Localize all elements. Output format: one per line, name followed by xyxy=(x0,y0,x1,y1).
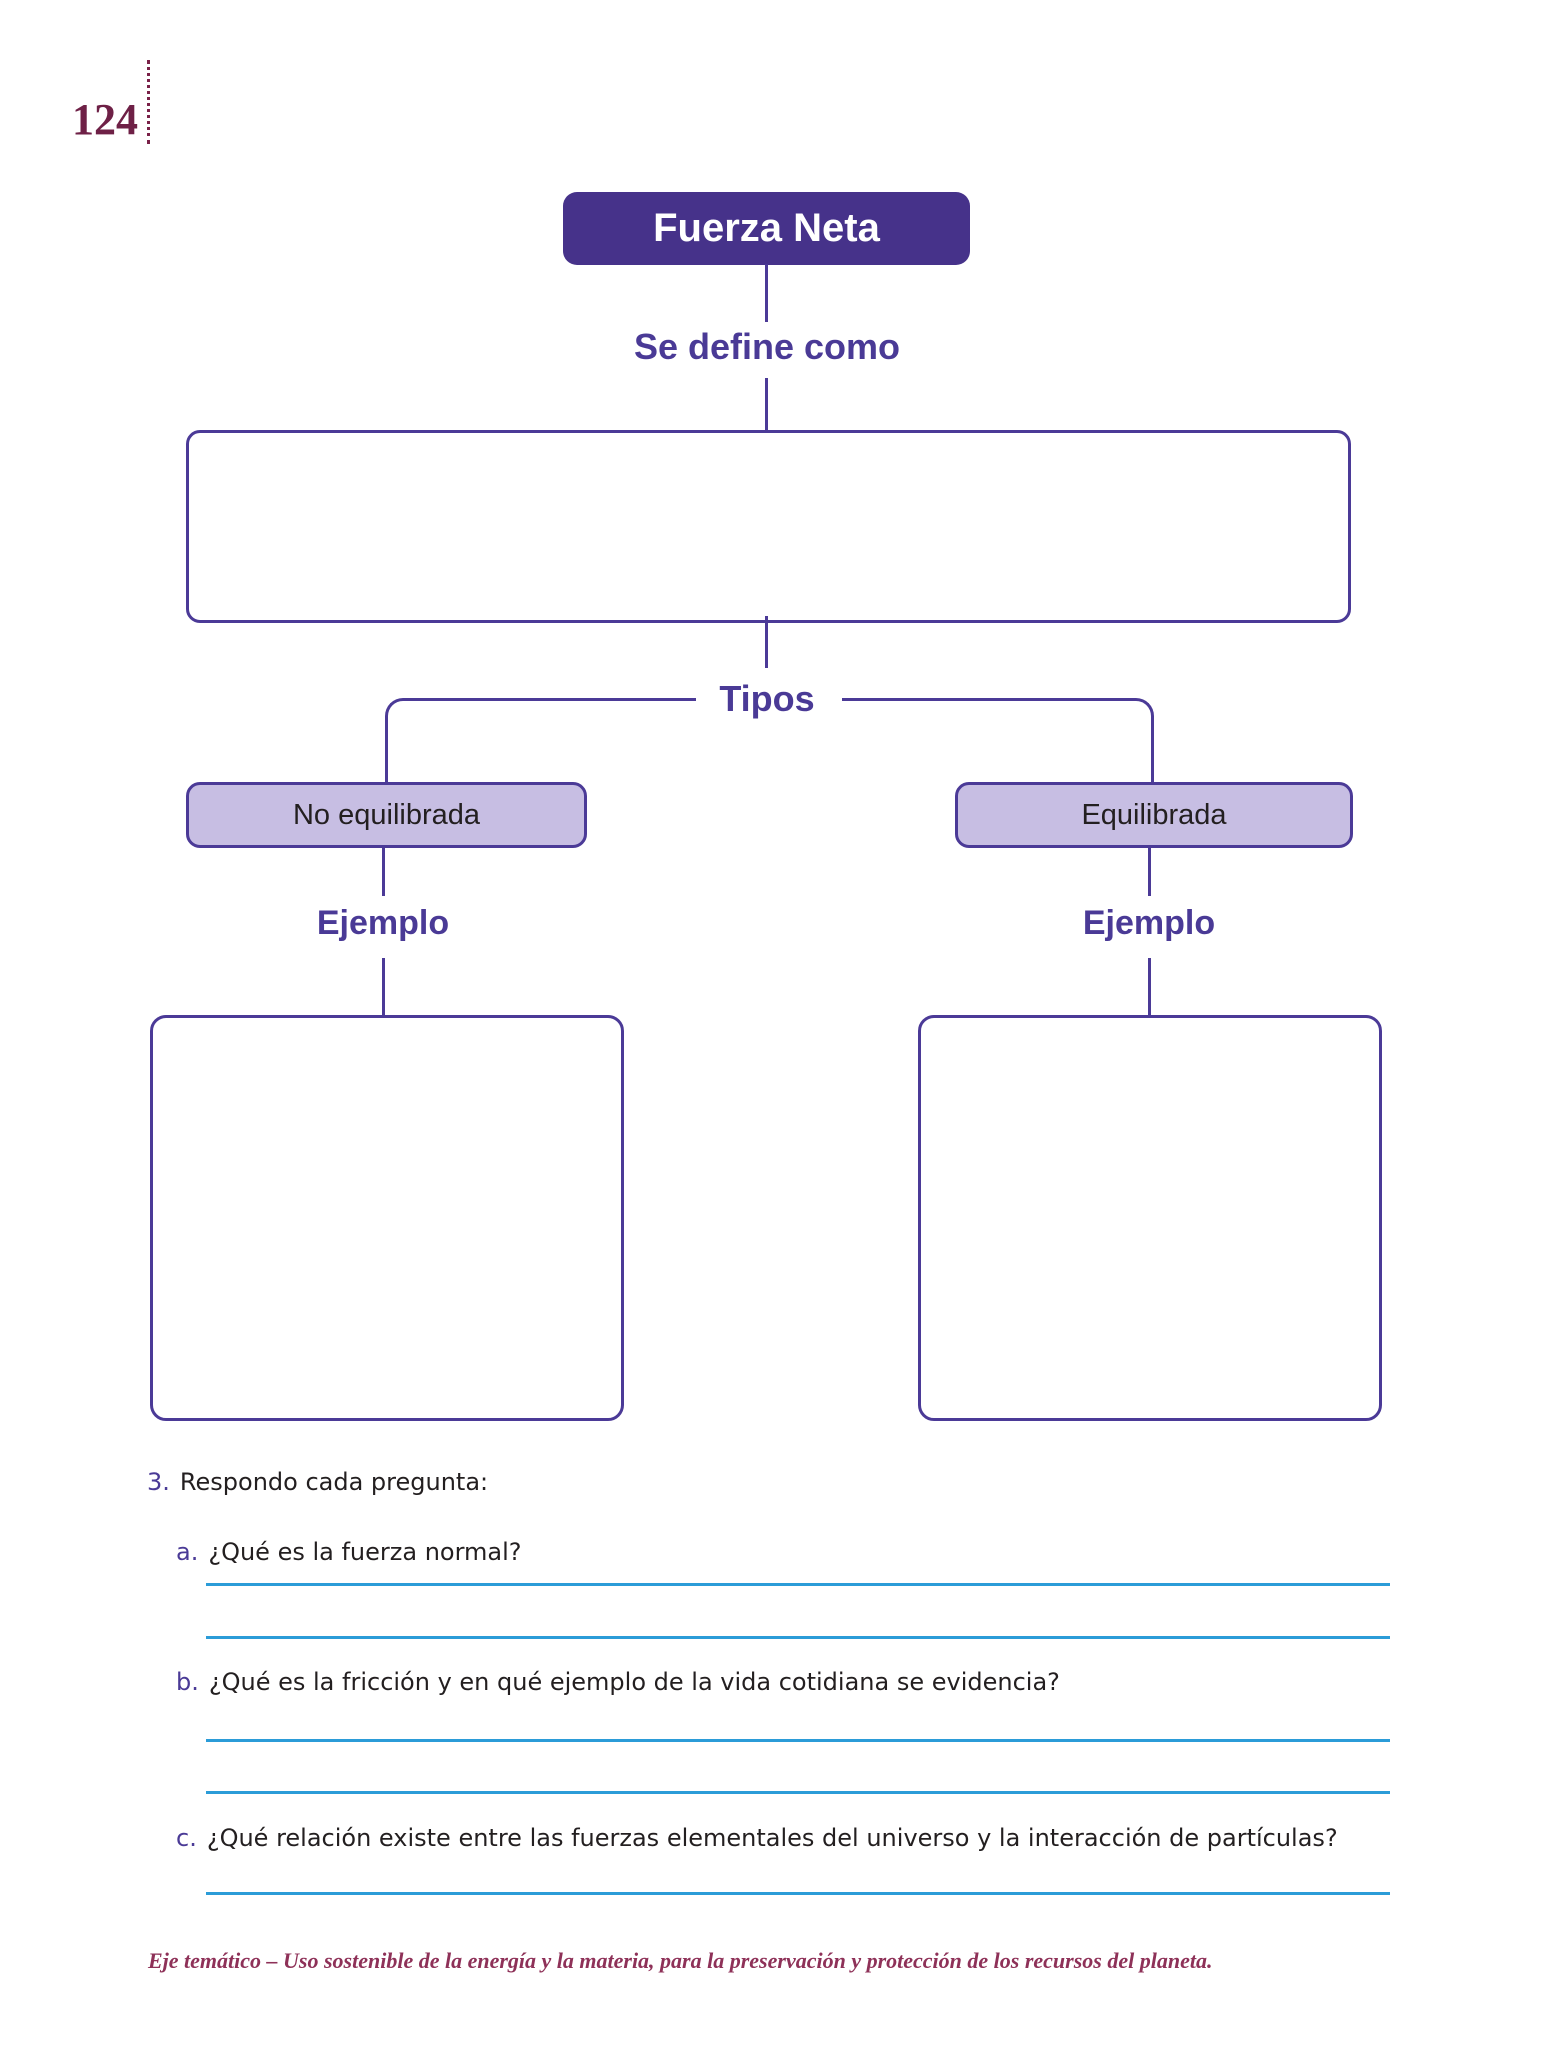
answer-line-b-2[interactable] xyxy=(206,1791,1390,1794)
example-input-box-left[interactable] xyxy=(150,1015,624,1421)
type-box-balanced: Equilibrada xyxy=(955,782,1353,848)
question-c-letter: c. xyxy=(176,1824,197,1852)
connector-line-types xyxy=(765,616,768,668)
definition-input-box[interactable] xyxy=(186,430,1351,623)
connector-line-example-left-bottom xyxy=(382,958,385,1016)
type-box-balanced-label: Equilibrada xyxy=(1081,799,1227,831)
question-c: c. ¿Qué relación existe entre las fuerza… xyxy=(176,1824,1338,1852)
connector-line-example-right-bottom xyxy=(1148,958,1151,1016)
answer-line-b-1[interactable] xyxy=(206,1739,1390,1742)
example-label-right: Ejemplo xyxy=(1082,904,1216,942)
branch-line-left xyxy=(385,698,696,785)
connector-line-example-left-top xyxy=(382,847,385,896)
question-c-text: ¿Qué relación existe entre las fuerzas e… xyxy=(206,1824,1338,1852)
connector-line-definition xyxy=(765,378,768,432)
definition-connector-label: Se define como xyxy=(633,326,901,367)
thematic-axis-footer: Eje temático – Uso sostenible de la ener… xyxy=(148,1948,1213,1973)
answer-line-c-1[interactable] xyxy=(206,1892,1390,1895)
answer-line-a-1[interactable] xyxy=(206,1583,1390,1586)
question-section-heading: 3. Respondo cada pregunta: xyxy=(147,1468,488,1496)
type-box-unbalanced: No equilibrada xyxy=(186,782,587,848)
page-number: 124 xyxy=(72,95,138,144)
question-b: b. ¿Qué es la fricción y en qué ejemplo … xyxy=(176,1668,1060,1696)
concept-root-box: Fuerza Neta xyxy=(563,192,970,265)
example-label-left: Ejemplo xyxy=(316,904,450,942)
question-a-letter: a. xyxy=(176,1538,199,1566)
types-connector-label: Tipos xyxy=(719,678,815,719)
example-input-box-right[interactable] xyxy=(918,1015,1382,1421)
question-a: a. ¿Qué es la fuerza normal? xyxy=(176,1538,522,1566)
answer-line-a-2[interactable] xyxy=(206,1636,1390,1639)
question-section-number: 3. xyxy=(147,1468,170,1496)
question-b-letter: b. xyxy=(176,1668,199,1696)
question-a-text: ¿Qué es la fuerza normal? xyxy=(208,1538,522,1566)
question-b-text: ¿Qué es la fricción y en qué ejemplo de … xyxy=(208,1668,1060,1696)
type-box-unbalanced-label: No equilibrada xyxy=(292,799,480,831)
branch-line-right xyxy=(842,698,1154,785)
concept-root-label: Fuerza Neta xyxy=(653,206,880,250)
question-section-title: Respondo cada pregunta: xyxy=(179,1468,489,1496)
dotted-divider xyxy=(147,60,150,144)
connector-line-example-right-top xyxy=(1148,847,1151,896)
connector-line-root xyxy=(765,264,768,322)
